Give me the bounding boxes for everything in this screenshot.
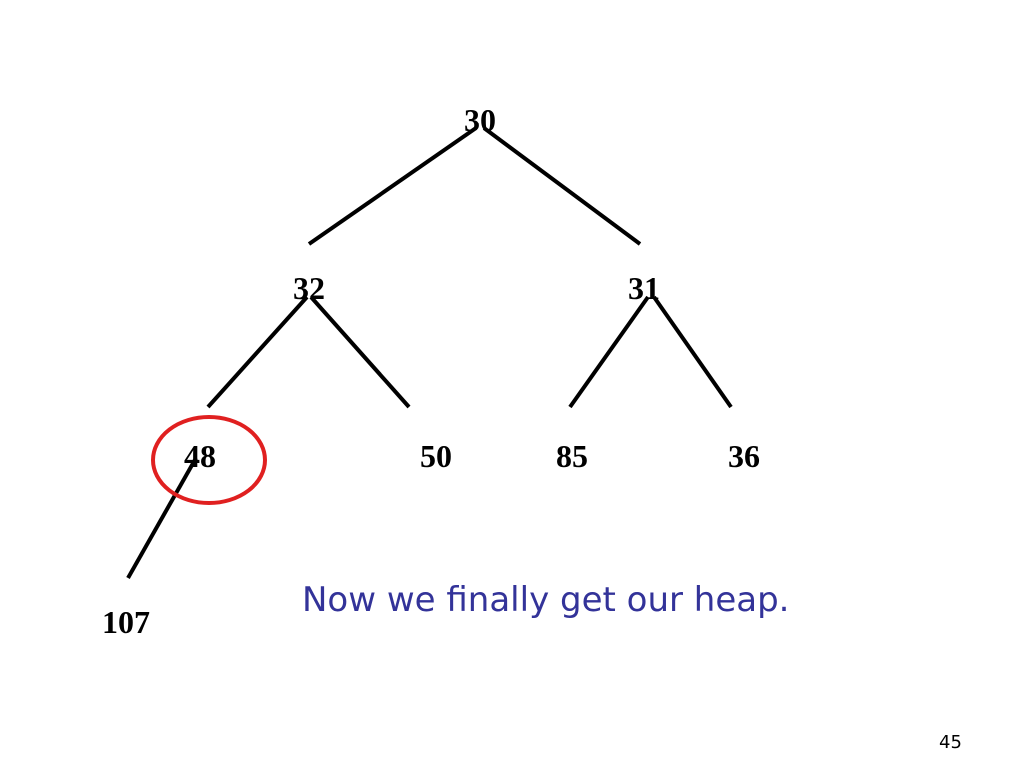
caption: Now we finally get our heap.	[302, 580, 790, 620]
node-30: 30	[464, 102, 496, 138]
edge-31-36	[652, 295, 733, 409]
highlight-circle	[151, 415, 267, 505]
edge-32-50	[309, 295, 411, 409]
node-36: 36	[728, 438, 760, 474]
edge-30-32	[307, 126, 478, 246]
edge-32-48	[206, 295, 309, 409]
edge-31-85	[568, 295, 650, 409]
edge-30-31	[482, 126, 642, 246]
edge-48-107	[126, 457, 198, 579]
node-50: 50	[420, 438, 452, 474]
node-48: 48	[184, 438, 216, 474]
node-32: 32	[293, 270, 325, 306]
node-31: 31	[628, 270, 660, 306]
page-number: 45	[939, 732, 962, 753]
node-85: 85	[556, 438, 588, 474]
node-107: 107	[102, 604, 150, 640]
